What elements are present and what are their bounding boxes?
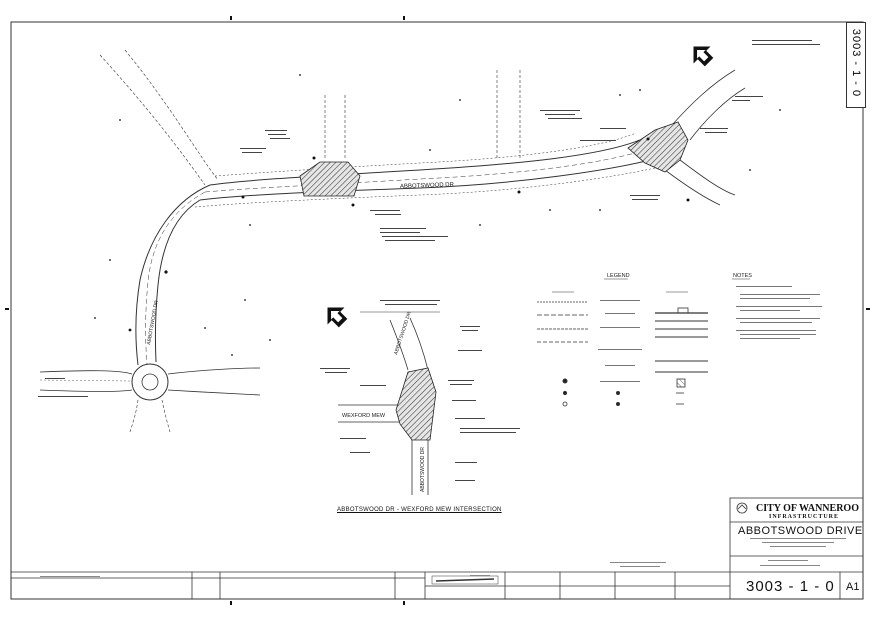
council-department: INFRASTRUCTURE <box>769 514 840 520</box>
legend-text-lines <box>598 300 642 382</box>
legend-title: LEGEND <box>607 273 630 279</box>
main-road-label: ABBOTSWOOD DR <box>400 182 455 190</box>
detail-road-south-label: ABBOTSWOOD DR <box>420 447 426 492</box>
council-logo-icon <box>736 502 748 514</box>
intersection-hatch-detail <box>395 367 437 441</box>
detail-road-north-label: ABBOTSWOOD DR <box>393 311 413 356</box>
intersection-detail <box>338 311 440 495</box>
intersection-hatch-east <box>627 121 689 173</box>
intersection-hatch-west <box>299 161 361 197</box>
border-tick-marks <box>5 16 870 605</box>
legend-block <box>537 278 708 407</box>
north-arrow-icon <box>327 307 348 328</box>
title-block-fine-text <box>40 538 846 577</box>
notes-title: NOTES <box>733 273 752 279</box>
main-road-plan <box>39 49 746 433</box>
project-title: ABBOTSWOOD DRIVE <box>738 525 863 537</box>
drawing-number: 3003 - 1 - 0 <box>746 578 835 595</box>
plan-annotations <box>38 40 820 397</box>
roundabout-road-label: ABBOTSWOOD DR <box>146 300 160 346</box>
sheet-border <box>10 21 864 600</box>
detail-side-road-label: WEXFORD MEW <box>342 413 386 419</box>
side-drawing-number-text: 3003 - 1 - 0 <box>850 28 862 98</box>
council-name: CITY OF WANNEROO <box>756 503 859 514</box>
detail-plan-title: ABBOTSWOOD DR - WEXFORD MEW INTERSECTION <box>337 507 502 513</box>
north-arrow-icon <box>693 46 714 67</box>
notes-block <box>732 278 822 339</box>
side-drawing-number: 3003 - 1 - 0 <box>846 22 866 108</box>
title-block <box>11 497 864 600</box>
detail-annotations <box>320 300 520 481</box>
sheet-size: A1 <box>846 581 860 593</box>
